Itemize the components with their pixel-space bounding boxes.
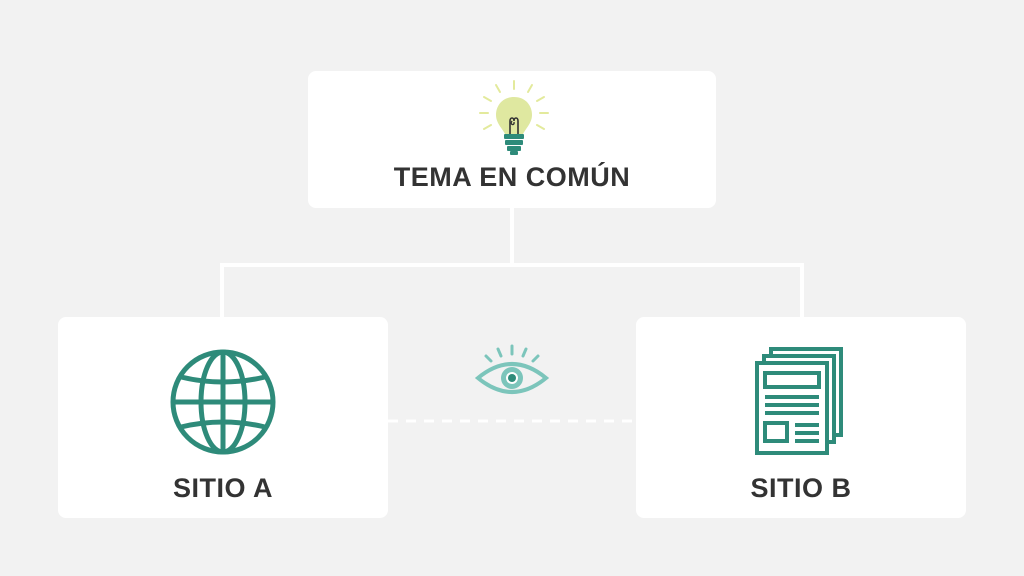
eye-icon <box>474 344 550 394</box>
top-node-label: TEMA EN COMÚN <box>393 162 631 192</box>
left-node-card: SITIO A <box>58 317 388 518</box>
right-node-label: SITIO B <box>750 473 852 503</box>
right-node-card: SITIO B <box>636 317 966 518</box>
lightbulb-icon <box>479 80 549 155</box>
top-node-card: TEMA EN COMÚN <box>308 71 716 208</box>
globe-icon <box>170 349 276 455</box>
left-node-label: SITIO A <box>172 473 273 503</box>
newspaper-icon <box>755 347 843 455</box>
